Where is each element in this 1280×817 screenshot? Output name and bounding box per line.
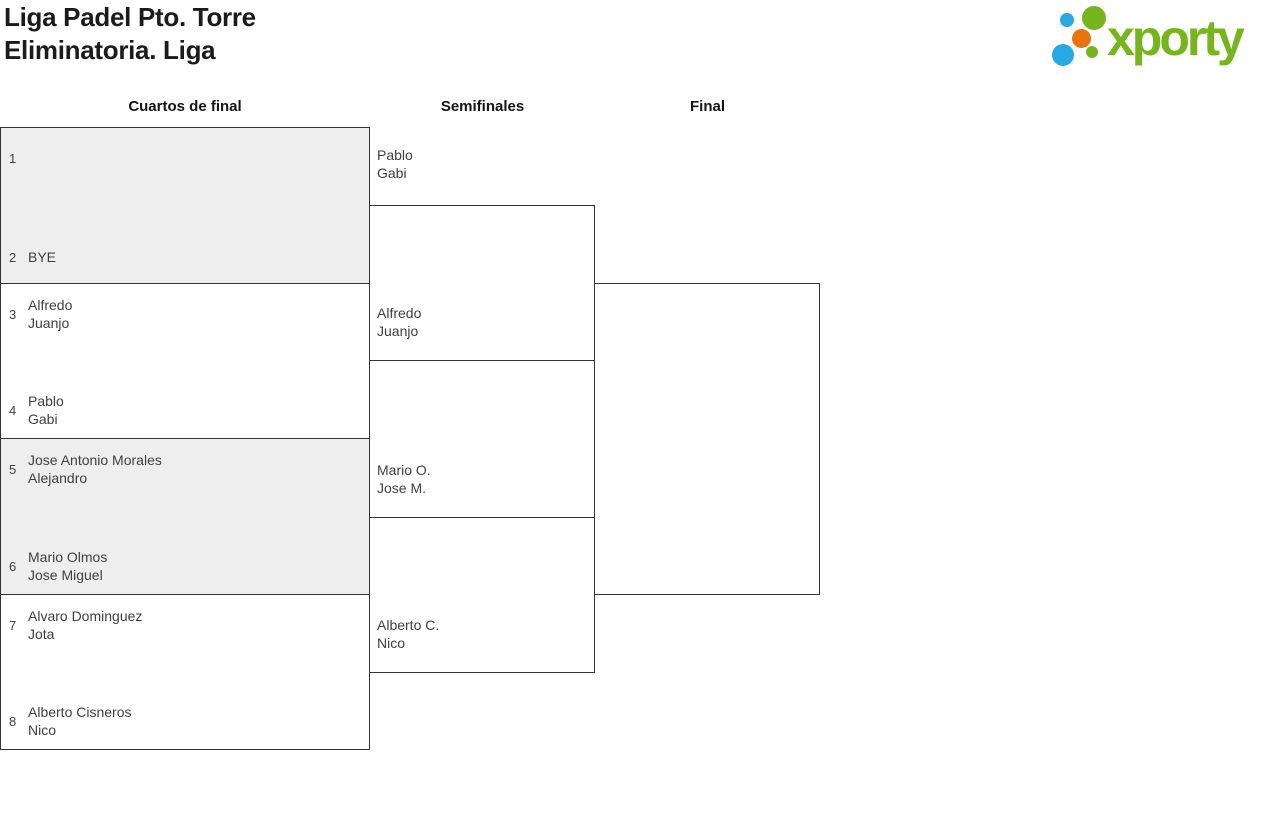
seed-number: 6	[9, 558, 17, 574]
seed-number: 1	[9, 150, 17, 166]
team-names: Alvaro Dominguez Jota	[28, 608, 143, 642]
logo-orange-dot-icon	[1072, 29, 1091, 48]
round-header-semifinales: Semifinales	[440, 98, 525, 115]
team-slot-seed-3: 3 Alfredo Juanjo	[9, 296, 363, 332]
team-names: Mario Olmos Jose Miguel	[28, 549, 108, 583]
logo-blue-big-dot-icon	[1052, 44, 1074, 66]
qf-match-3[interactable]: 5 Jose Antonio Morales Alejandro 6 Mario…	[1, 438, 369, 594]
team-names: Pablo Gabi	[28, 393, 64, 427]
team-names: BYE	[28, 249, 57, 265]
qf-match-1[interactable]: 1 2 BYE	[1, 128, 369, 283]
team-slot-seed-2: 2 BYE	[9, 248, 363, 266]
logo-blue-small-dot-icon	[1060, 13, 1074, 27]
round-header-final: Final	[689, 98, 725, 115]
team-slot-seed-4: 4 Pablo Gabi	[9, 392, 363, 428]
seed-number: 8	[9, 713, 17, 729]
seed-number: 2	[9, 249, 17, 265]
team-slot-seed-7: 7 Alvaro Dominguez Jota	[9, 607, 363, 643]
logo-green-small-dot-icon	[1086, 46, 1098, 58]
sf-advancer-label-2: Alfredo Juanjo	[377, 305, 422, 339]
seed-number: 4	[9, 402, 17, 418]
team-names: Alberto Cisneros Nico	[28, 704, 132, 738]
semifinal-2-box[interactable]	[369, 517, 595, 673]
sf-advancer-label-1: Pablo Gabi	[377, 147, 413, 181]
team-names: Jose Antonio Morales Alejandro	[28, 452, 162, 486]
round-header-cuartos: Cuartos de final	[128, 98, 242, 115]
team-slot-seed-5: 5 Jose Antonio Morales Alejandro	[9, 451, 363, 487]
title-line-1: Liga Padel Pto. Torre	[4, 2, 256, 32]
seed-number: 3	[9, 306, 17, 322]
title-line-2: Eliminatoria. Liga	[4, 35, 216, 65]
team-names: Alfredo Juanjo	[28, 297, 73, 331]
logo-green-big-dot-icon	[1082, 6, 1106, 30]
page-title: Liga Padel Pto. Torre Eliminatoria. Liga	[4, 1, 256, 67]
quarterfinals-column: 1 2 BYE 3 Alfredo Juanjo	[0, 127, 370, 750]
qf-match-2[interactable]: 3 Alfredo Juanjo 4 Pablo Gabi	[1, 283, 369, 438]
logo-wordmark: xporty	[1107, 10, 1245, 66]
team-slot-seed-8: 8 Alberto Cisneros Nico	[9, 703, 363, 739]
sf-advancer-label-4: Alberto C. Nico	[377, 617, 440, 651]
team-slot-seed-6: 6 Mario Olmos Jose Miguel	[9, 548, 363, 584]
seed-number: 5	[9, 461, 17, 477]
qf-match-4[interactable]: 7 Alvaro Dominguez Jota 8 Alberto Cisner…	[1, 594, 369, 749]
xporty-logo[interactable]: xporty	[1045, 0, 1280, 76]
team-slot-seed-1: 1	[9, 140, 363, 176]
final-box[interactable]	[594, 283, 820, 595]
seed-number: 7	[9, 617, 17, 633]
sf-advancer-label-3: Mario O. Jose M.	[377, 462, 431, 496]
